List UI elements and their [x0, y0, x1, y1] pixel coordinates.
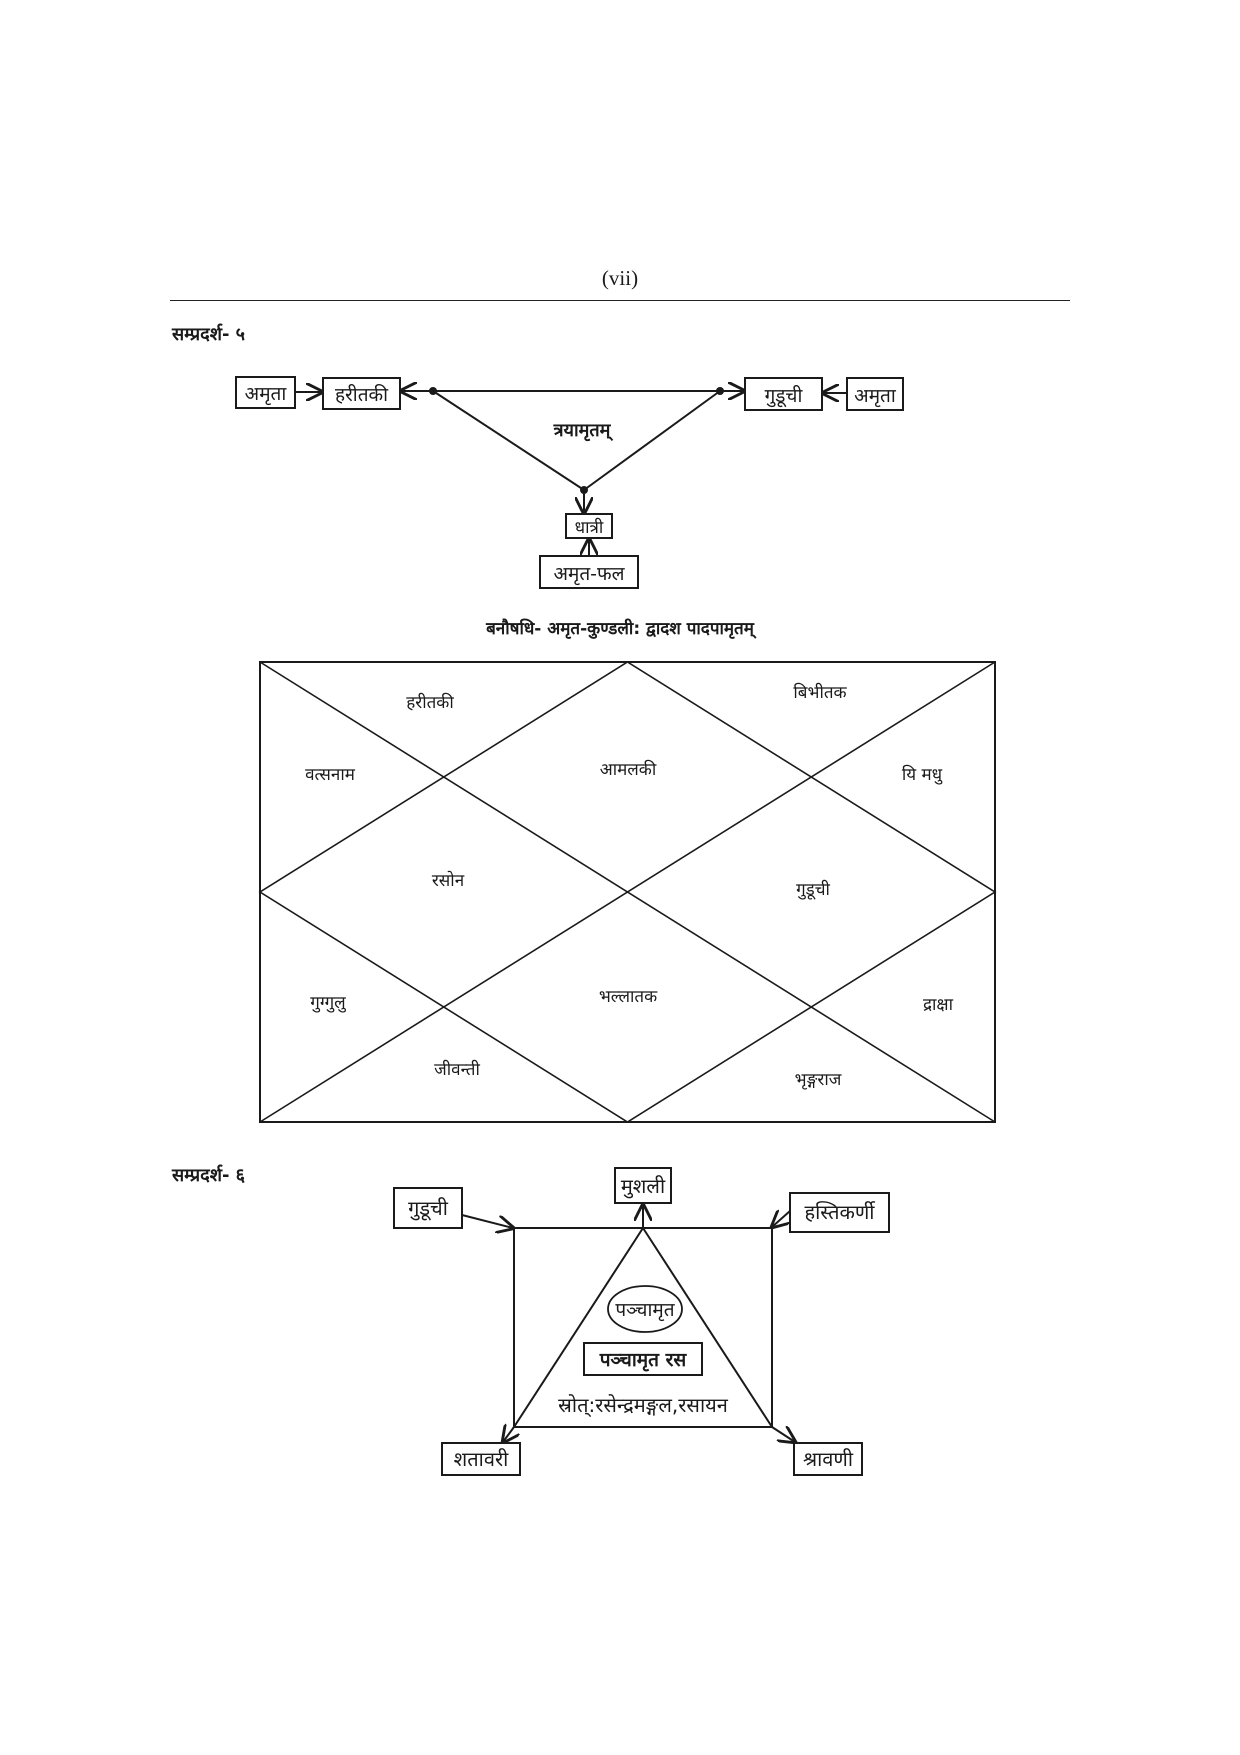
node-mushali: मुशली	[621, 1174, 666, 1199]
triangle-left-edge	[432, 390, 585, 491]
node-guduchi: गुडूची	[408, 1196, 449, 1221]
house-label: वत्सनाम	[305, 765, 356, 785]
kundali-diamond	[258, 661, 997, 1123]
house-label: आमलकी	[600, 759, 657, 780]
node-box	[235, 376, 296, 409]
arrow-to-shravani	[771, 1427, 795, 1442]
node-shravani: श्रावणी	[803, 1447, 854, 1471]
node-guduchi: गुडूची	[765, 384, 804, 408]
house-label: द्राक्षा	[923, 995, 954, 1015]
arrow-to-shatavari	[503, 1427, 514, 1442]
figure5-diagram: अमृता हरीतकी गुडूची अमृता धात्री अमृत-फल…	[235, 376, 904, 589]
node-haritaki: हरीतकी	[335, 383, 389, 406]
node-box	[789, 1192, 890, 1233]
node-hastikarni: हस्तिकर्णी	[805, 1200, 876, 1224]
node-box	[322, 377, 401, 410]
house-label: हरीतकी	[406, 692, 454, 713]
node-amrita-phala: अमृत-फल	[553, 563, 625, 586]
house-label: भल्लातक	[599, 987, 658, 1007]
panchamrita-oval-label: पञ्चामृत	[615, 1299, 675, 1322]
node-amrita-right: अमृता	[854, 385, 897, 408]
house-label: गुग्गुलु	[310, 993, 346, 1013]
page-number: (vii)	[601, 266, 639, 290]
panchamrita-rasa-label: पञ्चामृत रस	[599, 1349, 688, 1372]
house-label: जीवन्ती	[434, 1059, 480, 1080]
arrow-hastikarni-to-frame	[772, 1211, 791, 1227]
node-box	[744, 377, 823, 411]
house-label: यि मधु	[902, 764, 943, 785]
node-box	[565, 513, 613, 539]
triyamritam-label: त्रयामृतम्	[553, 420, 614, 442]
node-amrita-left: अमृता	[245, 383, 288, 406]
kundali-diagonal	[259, 661, 996, 1123]
panchamrita-rasa-box	[583, 1342, 703, 1376]
house-label: भृङ्गराज	[795, 1070, 842, 1090]
figure5-title: सम्प्रदर्श- ५	[172, 324, 246, 345]
triangle-right-edge	[583, 390, 721, 491]
node-box	[441, 1442, 521, 1476]
node-box	[614, 1167, 672, 1204]
house-label: रसोन	[432, 870, 465, 891]
node-box	[793, 1442, 863, 1476]
node-box	[393, 1187, 463, 1229]
house-label: बिभीतक	[793, 682, 847, 703]
panchamrita-oval	[607, 1285, 683, 1333]
header-rule	[170, 300, 1070, 301]
panchamrita-triangle	[512, 1226, 774, 1428]
amrit-kundali-chart: हरीतकी बिभीतक वत्सनाम आमलकी यि मधु रसोन …	[258, 661, 997, 1123]
node-shatavari: शतावरी	[454, 1447, 509, 1471]
figure6-diagram: मुशली गुडूची हस्तिकर्णी शतावरी श्रावणी प…	[393, 1167, 890, 1476]
kundali-caption: बनौषधि- अमृत-कुण्डली: द्वादश पादपामृतम्	[486, 619, 754, 639]
source-text: स्रोत्:रसेन्द्रमङ्गल,रसायन	[558, 1393, 729, 1418]
figure6-title: सम्प्रदर्श- ६	[172, 1165, 246, 1186]
house-label: गुडूची	[796, 879, 830, 900]
node-dhatri: धात्री	[575, 517, 604, 538]
node-box	[846, 377, 904, 411]
node-box	[539, 555, 639, 589]
arrow-guduchi-to-frame	[461, 1214, 513, 1228]
